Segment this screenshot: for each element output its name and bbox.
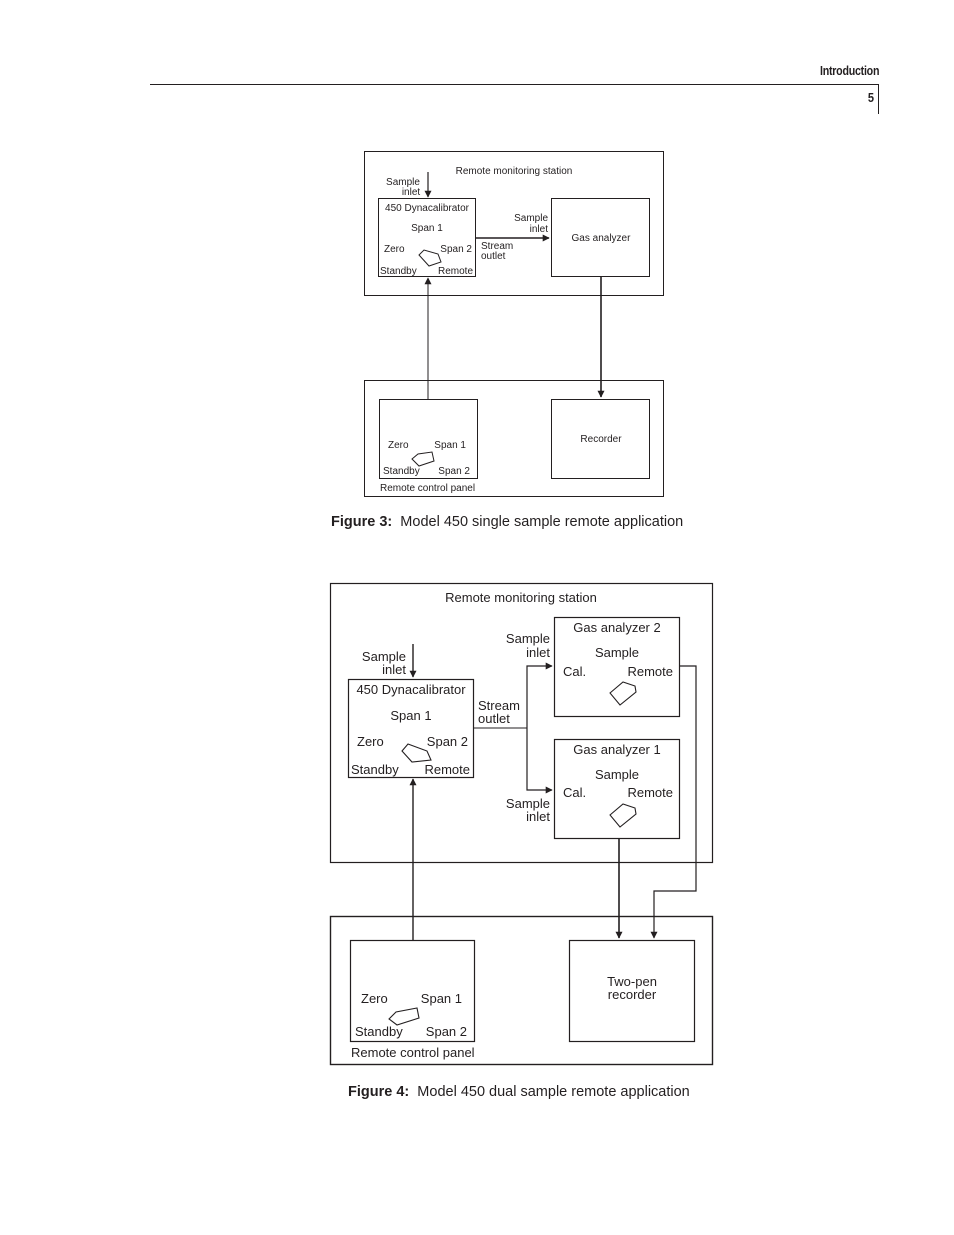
figure-4-labels: Remote monitoring station Sample inlet 4… bbox=[351, 590, 673, 1060]
fig4-stream-label-2: outlet bbox=[478, 711, 510, 726]
fig4-stream-to-analyzer2 bbox=[526, 662, 553, 728]
fig4-analyzer1-title: Gas analyzer 1 bbox=[573, 742, 660, 757]
fig4-panel-title: Remote control panel bbox=[351, 1045, 475, 1060]
fig3-recorder-label: Recorder bbox=[580, 434, 622, 445]
fig4-panel-span2: Span 2 bbox=[426, 1024, 467, 1039]
fig4-analyzer2-inlet-label-1: Sample bbox=[506, 631, 550, 646]
fig4-dyn-switch-icon bbox=[401, 743, 432, 763]
figure-3-diagram bbox=[364, 151, 664, 497]
fig4-analyzer2-sample: Sample bbox=[595, 645, 639, 660]
fig3-control-panel-box bbox=[379, 399, 478, 479]
fig4-analyzer2-switch-icon bbox=[609, 681, 637, 706]
fig3-station-box bbox=[364, 151, 664, 296]
fig4-analyzer1-inlet-label-1: Sample bbox=[506, 796, 550, 811]
fig4-sample-inlet-label-2: inlet bbox=[382, 662, 406, 677]
fig4-panel-span1: Span 1 bbox=[421, 991, 462, 1006]
fig4-analyzer2-cal: Cal. bbox=[563, 664, 586, 679]
fig4-analyzer1-inlet-label-2: inlet bbox=[526, 809, 550, 824]
fig4-dyn-span2: Span 2 bbox=[427, 734, 468, 749]
fig4-panel-box bbox=[329, 915, 714, 1066]
fig3-dyn-span2: Span 2 bbox=[440, 244, 472, 255]
fig4-analyzer2-to-recorder-arrow bbox=[650, 665, 697, 939]
fig4-station-box bbox=[329, 582, 714, 864]
fig4-panel-zero: Zero bbox=[361, 991, 388, 1006]
fig3-panel-switch-icon bbox=[411, 451, 435, 467]
fig4-analyzer2-title: Gas analyzer 2 bbox=[573, 620, 660, 635]
fig4-recorder-box bbox=[568, 939, 696, 1043]
fig4-analyzer1-sample: Sample bbox=[595, 767, 639, 782]
fig4-recorder-label-1: Two-pen bbox=[607, 974, 657, 989]
fig3-panel-span1: Span 1 bbox=[434, 440, 466, 451]
fig4-sample-inlet-label-1: Sample bbox=[362, 649, 406, 664]
fig3-panel-span2: Span 2 bbox=[438, 466, 470, 477]
fig4-dyn-span1: Span 1 bbox=[390, 708, 431, 723]
header-rule bbox=[150, 84, 879, 85]
fig4-stream-to-analyzer1 bbox=[526, 728, 553, 794]
figure-3-caption-label: Figure 3: bbox=[331, 514, 393, 530]
fig3-dyn-remote: Remote bbox=[438, 266, 473, 277]
fig4-dyn-title: 450 Dynacalibrator bbox=[356, 682, 466, 697]
fig4-analyzer1-switch-icon bbox=[609, 803, 637, 828]
fig4-stream-label-1: Stream bbox=[478, 698, 520, 713]
header-vertical-rule bbox=[878, 84, 879, 114]
fig4-dyn-zero: Zero bbox=[357, 734, 384, 749]
fig3-analyzer-inlet-label-1: Sample bbox=[514, 213, 548, 224]
fig4-control-panel-box bbox=[349, 939, 476, 1043]
figure-3-caption: Figure 3: Model 450 single sample remote… bbox=[331, 514, 683, 530]
fig3-panel-title: Remote control panel bbox=[380, 483, 475, 494]
fig4-analyzer1-remote: Remote bbox=[627, 785, 673, 800]
fig3-analyzer-inlet-label-2: inlet bbox=[530, 224, 549, 235]
fig3-stream-label-1: Stream bbox=[481, 241, 513, 252]
fig3-dyn-standby: Standby bbox=[380, 266, 417, 277]
fig3-dyn-span1: Span 1 bbox=[411, 223, 443, 234]
fig3-stream-label-2: outlet bbox=[481, 251, 506, 262]
fig4-dyn-remote: Remote bbox=[424, 762, 470, 777]
figure-3-caption-text: Model 450 single sample remote applicati… bbox=[400, 514, 684, 530]
fig4-panel-switch-icon bbox=[388, 1007, 420, 1026]
fig3-station-title: Remote monitoring station bbox=[456, 166, 573, 177]
fig3-panel-box bbox=[364, 380, 664, 497]
fig4-analyzer1-cal: Cal. bbox=[563, 785, 586, 800]
fig3-gas-analyzer-label: Gas analyzer bbox=[572, 233, 632, 244]
fig3-panel-zero: Zero bbox=[388, 440, 409, 451]
fig4-analyzer1-box bbox=[553, 738, 681, 840]
page-number: 5 bbox=[867, 90, 874, 105]
figure-3-labels: Remote monitoring station Sample inlet 4… bbox=[380, 166, 631, 494]
fig4-station-title: Remote monitoring station bbox=[445, 590, 597, 605]
figure-4-caption-text: Model 450 dual sample remote application bbox=[417, 1084, 690, 1100]
fig3-dyn-zero: Zero bbox=[384, 244, 405, 255]
fig4-analyzer2-box bbox=[553, 616, 681, 718]
fig4-analyzer2-inlet-label-2: inlet bbox=[526, 645, 550, 660]
fig3-dynacalibrator-box bbox=[378, 198, 476, 277]
fig4-panel-standby: Standby bbox=[355, 1024, 403, 1039]
figure-4-diagram bbox=[329, 582, 714, 1066]
fig3-dyn-switch-icon bbox=[418, 249, 442, 267]
fig3-recorder-box bbox=[551, 399, 650, 479]
running-header-section: Introduction bbox=[819, 63, 879, 78]
fig3-sample-inlet-label-1: Sample bbox=[386, 177, 420, 188]
figure-4-caption-label: Figure 4: bbox=[348, 1084, 410, 1100]
fig4-dynacalibrator-box bbox=[347, 678, 475, 779]
figure-4-caption: Figure 4: Model 450 dual sample remote a… bbox=[348, 1084, 690, 1100]
fig4-analyzer2-remote: Remote bbox=[627, 664, 673, 679]
fig4-recorder-label-2: recorder bbox=[608, 987, 657, 1002]
fig3-panel-standby: Standby bbox=[383, 466, 420, 477]
fig3-gas-analyzer-box bbox=[551, 198, 650, 277]
fig4-dyn-standby: Standby bbox=[351, 762, 399, 777]
fig3-dyn-title: 450 Dynacalibrator bbox=[385, 203, 470, 214]
fig3-sample-inlet-label-2: inlet bbox=[402, 187, 421, 198]
